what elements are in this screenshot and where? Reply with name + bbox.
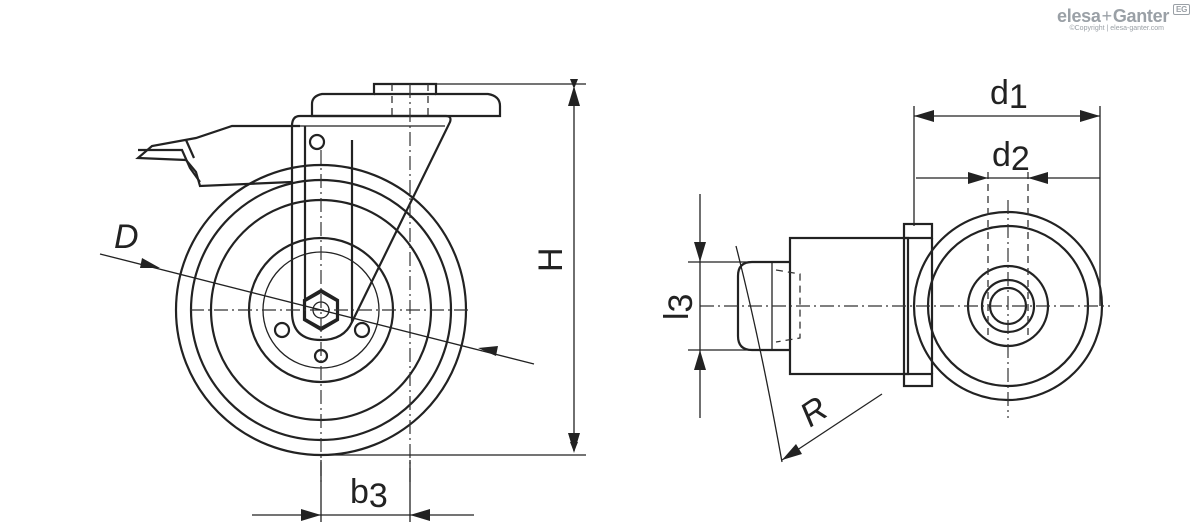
logo-copyright: ©Copyright | elesa-ganter.com	[1069, 25, 1164, 32]
d2-arrow-right	[1028, 172, 1048, 184]
d2-main: d	[992, 136, 1011, 174]
d-arrow-right	[478, 346, 498, 356]
logo-brand-plus: +	[1101, 6, 1113, 26]
dim-label-R: R	[793, 389, 835, 434]
hub-hole-left	[273, 321, 291, 339]
r-swivel-arc	[735, 245, 783, 463]
l3-main: l	[658, 312, 696, 320]
b3-arrow-left	[301, 509, 321, 521]
h-arrow-top	[568, 86, 580, 106]
brake-pivot-hole	[308, 133, 326, 151]
fork-inner-plate	[303, 126, 354, 322]
d2-sub: 2	[1011, 140, 1030, 178]
dim-label-l3: l3	[658, 294, 700, 320]
b3-main: b	[350, 473, 369, 511]
fork-bracket	[290, 114, 452, 342]
r-arrow	[782, 444, 802, 460]
dim-label-H: H	[532, 247, 570, 272]
side-view: d1 d2 l3 R	[658, 74, 1110, 463]
front-view: D H b3	[99, 79, 586, 522]
d2-arrow-left	[968, 172, 988, 184]
d1-arrow-right	[1080, 110, 1100, 122]
l3-sub: 3	[662, 294, 700, 313]
d-dimension-line	[99, 253, 535, 365]
b3-sub: 3	[369, 477, 388, 515]
b3-arrow-right	[410, 509, 430, 521]
dim-label-b3: b3	[350, 473, 388, 515]
logo-badge: EG	[1173, 4, 1190, 15]
side-bottom-nut	[902, 372, 934, 388]
d1-sub: 1	[1009, 78, 1028, 116]
dim-label-D: D	[114, 218, 139, 256]
logo-brand-left: elesa	[1057, 6, 1101, 26]
side-top-nut	[902, 222, 934, 240]
dim-label-d1: d1	[990, 74, 1028, 116]
h-arrow-bottom	[568, 433, 580, 453]
stem-hidden-thread	[775, 269, 801, 343]
logo-brand-right: Ganter	[1112, 6, 1170, 26]
d1-main: d	[990, 74, 1009, 112]
l3-arrow-bottom	[694, 350, 706, 370]
l3-arrow-top	[694, 242, 706, 262]
d-arrow-left	[140, 258, 160, 268]
dim-label-d2: d2	[992, 136, 1030, 178]
d1-arrow-left	[914, 110, 934, 122]
brake-lever-detail	[138, 139, 201, 183]
swivel-top-plate	[310, 82, 502, 118]
hub-hole-right	[353, 321, 371, 339]
brake-lever	[135, 124, 300, 188]
